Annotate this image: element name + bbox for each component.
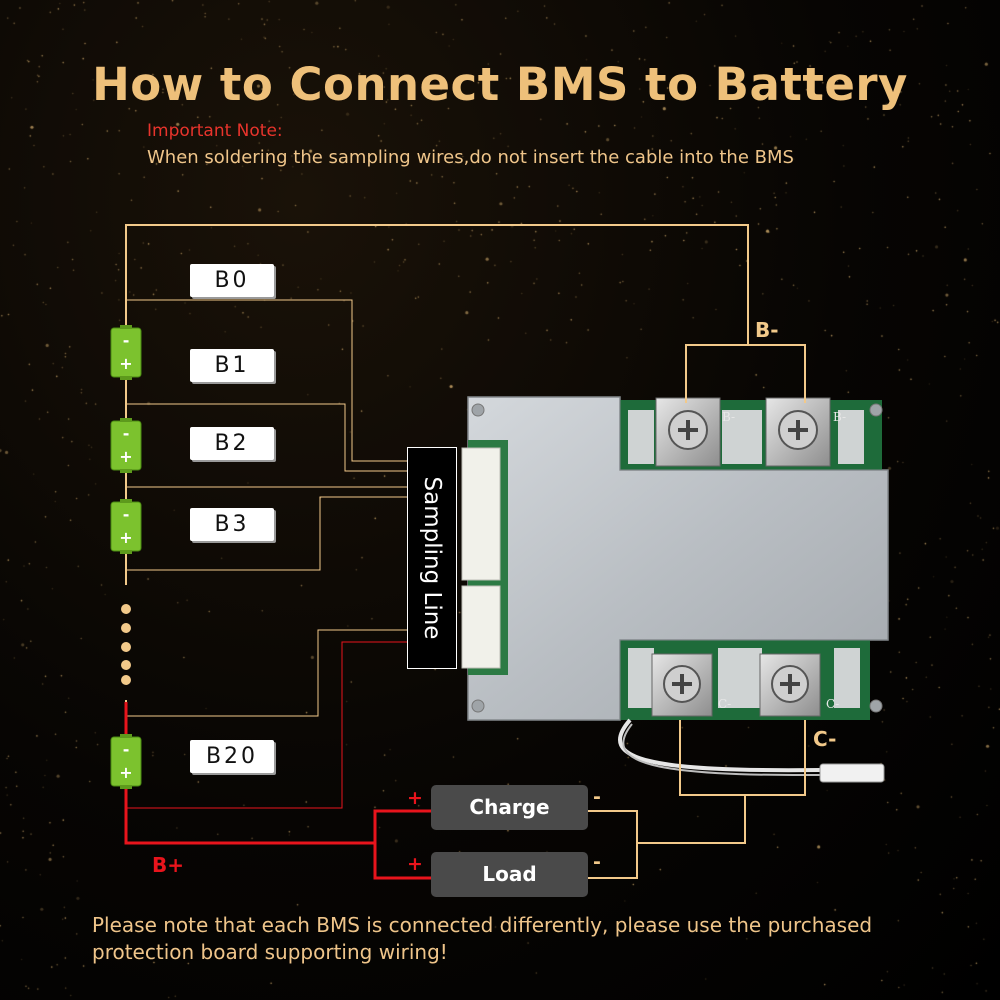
pad-b-minus-right-label: B-	[833, 410, 846, 424]
label-b20: B20	[190, 740, 274, 773]
footer-note: Please note that each BMS is connected d…	[92, 913, 873, 964]
label-b3: B3	[190, 508, 274, 541]
charge-box: Charge	[431, 785, 588, 830]
ellipsis-dots	[121, 604, 131, 685]
b-plus-label: B+	[152, 853, 185, 877]
load-minus-sign: -	[593, 851, 601, 873]
c-minus-label: C-	[813, 727, 837, 751]
wires-red	[124, 702, 431, 880]
terminal-b-minus-left	[655, 397, 721, 467]
sampling-line-box: Sampling Line	[407, 447, 457, 669]
important-note-text: When soldering the sampling wires,do not…	[147, 147, 794, 168]
load-plus-sign: +	[407, 853, 423, 875]
pad-c-minus-left-label: C-	[718, 697, 731, 711]
label-b2: B2	[190, 427, 274, 460]
sampling-wires	[126, 299, 407, 717]
label-b1: B1	[190, 349, 274, 382]
b-minus-label: B-	[755, 318, 779, 342]
battery-cell-1	[110, 324, 142, 381]
page-title: How to Connect BMS to Battery	[92, 58, 908, 111]
charge-plus-sign: +	[407, 787, 423, 809]
battery-cell-3	[110, 498, 142, 555]
temperature-sensor	[618, 718, 885, 783]
terminal-c-minus-right	[759, 653, 821, 717]
important-note-label: Important Note:	[147, 121, 283, 141]
bms-board	[461, 396, 889, 721]
pad-b-minus-left-label: B-	[722, 410, 735, 424]
load-box: Load	[431, 852, 588, 897]
sampling-wire-b20	[126, 641, 407, 809]
battery-cell-2	[110, 417, 142, 474]
label-b0: B0	[190, 264, 274, 297]
sampling-line-label: Sampling Line	[419, 476, 445, 640]
battery-cell-20	[110, 733, 142, 790]
charge-minus-sign: -	[593, 786, 601, 808]
pad-c-minus-right-label: C-	[826, 697, 839, 711]
terminal-b-minus-right	[765, 397, 831, 467]
terminal-c-minus-left	[651, 653, 713, 717]
